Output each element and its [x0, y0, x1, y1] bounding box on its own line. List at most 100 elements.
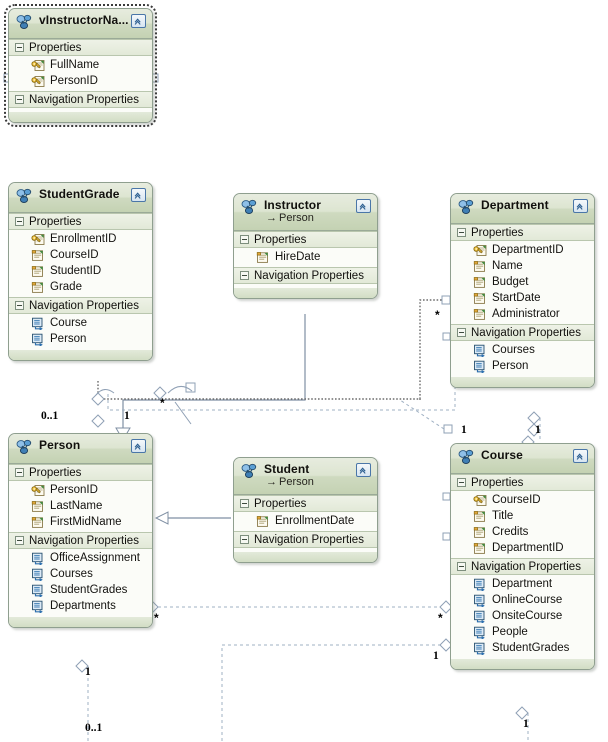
section-expander-icon[interactable]	[15, 95, 24, 104]
navigation-property-row[interactable]: People	[451, 624, 594, 640]
property-row[interactable]: EnrollmentID	[9, 231, 152, 247]
property-row[interactable]: Title	[451, 508, 594, 524]
section-expander-icon[interactable]	[457, 478, 466, 487]
property-row[interactable]: FullName	[9, 57, 152, 73]
navigation-section-header[interactable]: Navigation Properties	[9, 297, 152, 314]
navigation-property-icon	[31, 600, 45, 614]
section-expander-icon[interactable]	[15, 536, 24, 545]
property-row[interactable]: StartDate	[451, 290, 594, 306]
property-row[interactable]: EnrollmentDate	[234, 513, 377, 529]
navigation-property-row[interactable]: StudentGrades	[9, 582, 152, 598]
navigation-section-header[interactable]: Navigation Properties	[451, 558, 594, 575]
section-expander-icon[interactable]	[240, 499, 249, 508]
entity-header[interactable]: Course	[451, 444, 594, 474]
property-name: FullName	[50, 58, 100, 71]
section-expander-icon[interactable]	[457, 328, 466, 337]
navigation-property-row[interactable]: Course	[9, 315, 152, 331]
collapse-chevron-icon[interactable]	[356, 463, 371, 477]
collapse-chevron-icon[interactable]	[573, 449, 588, 463]
property-row[interactable]: StudentID	[9, 263, 152, 279]
section-label: Navigation Properties	[29, 534, 139, 547]
navigation-property-row[interactable]: Person	[451, 358, 594, 374]
property-row[interactable]: CourseID	[9, 247, 152, 263]
section-expander-icon[interactable]	[457, 228, 466, 237]
navigation-section-header[interactable]: Navigation Properties	[9, 91, 152, 108]
property-row[interactable]: PersonID	[9, 482, 152, 498]
property-row[interactable]: CourseID	[451, 492, 594, 508]
navigation-property-row[interactable]: Person	[9, 331, 152, 347]
section-expander-icon[interactable]	[15, 301, 24, 310]
property-row[interactable]: Grade	[9, 279, 152, 295]
navigation-section-header[interactable]: Navigation Properties	[234, 267, 377, 284]
entity-header[interactable]: vInstructorNa...	[9, 9, 152, 39]
properties-section-header[interactable]: Properties	[9, 464, 152, 481]
property-row[interactable]: Administrator	[451, 306, 594, 322]
entity-header[interactable]: Department	[451, 194, 594, 224]
property-row[interactable]: Budget	[451, 274, 594, 290]
properties-section-header[interactable]: Properties	[234, 495, 377, 512]
property-row[interactable]: DepartmentID	[451, 540, 594, 556]
entity-header[interactable]: Instructor→Person	[234, 194, 377, 231]
scalar-property-icon	[31, 281, 45, 294]
section-label: Navigation Properties	[254, 533, 364, 546]
properties-section-header[interactable]: Properties	[9, 39, 152, 56]
entity-type-icon	[16, 439, 34, 455]
navigation-property-row[interactable]: OnsiteCourse	[451, 608, 594, 624]
property-name: DepartmentID	[492, 541, 564, 554]
property-row[interactable]: FirstMidName	[9, 514, 152, 530]
section-expander-icon[interactable]	[457, 562, 466, 571]
navigation-property-row[interactable]: Departments	[9, 598, 152, 614]
entity-type-icon	[241, 463, 259, 479]
entity-header[interactable]: Student→Person	[234, 458, 377, 495]
entity-header[interactable]: StudentGrade	[9, 183, 152, 213]
collapse-chevron-icon[interactable]	[356, 199, 371, 213]
properties-section-header[interactable]: Properties	[451, 474, 594, 491]
properties-section-header[interactable]: Properties	[234, 231, 377, 248]
entity-name: Instructor	[264, 198, 322, 212]
entity-header[interactable]: Person	[9, 434, 152, 464]
multiplicity-label: 1	[85, 666, 91, 678]
section-expander-icon[interactable]	[240, 535, 249, 544]
navigation-section-header[interactable]: Navigation Properties	[9, 532, 152, 549]
entity-name: Student	[264, 462, 310, 476]
collapse-chevron-icon[interactable]	[131, 14, 146, 28]
navigation-property-name: Person	[492, 359, 529, 372]
collapse-chevron-icon[interactable]	[573, 199, 588, 213]
collapse-chevron-icon[interactable]	[131, 188, 146, 202]
properties-section-header[interactable]: Properties	[451, 224, 594, 241]
navigation-section-header[interactable]: Navigation Properties	[451, 324, 594, 341]
navigation-property-icon	[473, 360, 487, 374]
property-row[interactable]: Name	[451, 258, 594, 274]
collapse-chevron-icon[interactable]	[131, 439, 146, 453]
navigation-property-row[interactable]: OnlineCourse	[451, 592, 594, 608]
section-expander-icon[interactable]	[15, 43, 24, 52]
navigation-property-row[interactable]: Courses	[451, 342, 594, 358]
properties-section-header[interactable]: Properties	[9, 213, 152, 230]
navigation-section-header[interactable]: Navigation Properties	[234, 531, 377, 548]
property-row[interactable]: DepartmentID	[451, 242, 594, 258]
navigation-property-row[interactable]: Department	[451, 576, 594, 592]
property-row[interactable]: Credits	[451, 524, 594, 540]
section-expander-icon[interactable]	[15, 468, 24, 477]
entity-footer	[234, 552, 377, 562]
section-expander-icon[interactable]	[240, 271, 249, 280]
navigation-property-row[interactable]: Courses	[9, 566, 152, 582]
property-row[interactable]: PersonID	[9, 73, 152, 89]
section-label: Navigation Properties	[471, 326, 581, 339]
section-label: Navigation Properties	[254, 269, 364, 282]
section-expander-icon[interactable]	[240, 235, 249, 244]
property-row[interactable]: LastName	[9, 498, 152, 514]
section-expander-icon[interactable]	[15, 217, 24, 226]
property-row[interactable]: HireDate	[234, 249, 377, 265]
navigation-property-row[interactable]: StudentGrades	[451, 640, 594, 656]
navigation-property-row[interactable]: OfficeAssignment	[9, 550, 152, 566]
